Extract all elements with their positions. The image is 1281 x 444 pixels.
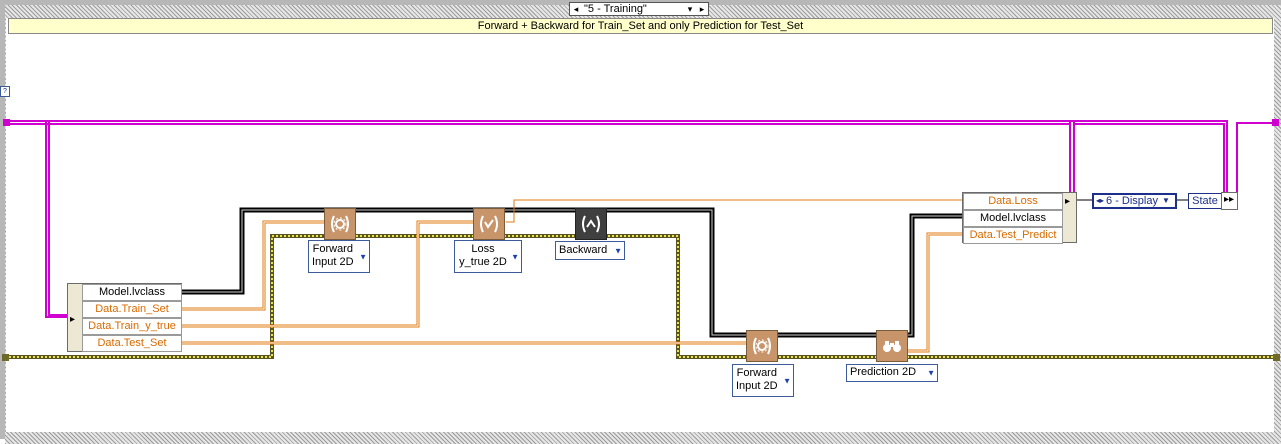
state-tunnel-right bbox=[1272, 119, 1279, 126]
state-bundler[interactable]: ▸▸ bbox=[1221, 192, 1238, 210]
class-wire bbox=[181, 207, 962, 338]
forward-vi-top[interactable] bbox=[324, 208, 356, 240]
loss-line1: Loss bbox=[471, 243, 495, 255]
loss-curve-icon bbox=[480, 215, 498, 233]
backward-vi[interactable] bbox=[575, 208, 607, 240]
bundle-by-name-output[interactable]: Data.Loss Model.lvclass Data.Test_Predic… bbox=[962, 192, 1077, 244]
loss-vi[interactable] bbox=[473, 208, 505, 240]
chevron-down-icon: ▼ bbox=[927, 368, 935, 378]
state-wire bbox=[8, 120, 1273, 318]
next-state-enum[interactable]: ◂▸ 6 - Display ▼ bbox=[1092, 193, 1177, 209]
input-row-train-set[interactable]: Data.Train_Set bbox=[82, 301, 182, 318]
forward-bottom-line1: Forward bbox=[736, 367, 777, 379]
chevron-down-icon: ▼ bbox=[783, 376, 791, 385]
next-state-value: 6 - Display bbox=[1106, 195, 1158, 207]
unbundle-by-name-input[interactable]: Model.lvclass Data.Train_Set Data.Train_… bbox=[67, 283, 182, 352]
diagram-comment: Forward + Backward for Train_Set and onl… bbox=[8, 18, 1273, 34]
error-tunnel-left bbox=[2, 354, 9, 361]
increment-decrement-icon[interactable]: ◂▸ bbox=[1096, 196, 1105, 205]
chevron-down-icon: ▼ bbox=[359, 252, 367, 261]
input-row-model[interactable]: Model.lvclass bbox=[82, 284, 182, 301]
loss-line2: y_true 2D bbox=[459, 256, 507, 268]
forward-top-line2: Input 2D bbox=[312, 256, 354, 268]
case-dropdown-icon[interactable]: ▾ bbox=[687, 3, 693, 14]
error-wire bbox=[5, 234, 1276, 359]
forward-bottom-line2: Input 2D bbox=[736, 380, 778, 392]
forward-top-line1: Forward bbox=[312, 243, 353, 255]
output-row-model[interactable]: Model.lvclass bbox=[963, 210, 1063, 227]
prediction-polymorphic-selector[interactable]: Prediction 2D ▼ bbox=[846, 364, 938, 382]
chevron-down-icon[interactable]: ▼ bbox=[1162, 196, 1170, 205]
bundle-arrow-icon: ▸ bbox=[1065, 196, 1071, 207]
case-selector[interactable]: ◂ "5 - Training" ▾ ▸ bbox=[569, 2, 709, 16]
bundle-arrow-icon: ▸▸ bbox=[1224, 194, 1235, 205]
case-selector-value: "5 - Training" bbox=[584, 3, 647, 15]
chevron-down-icon: ▼ bbox=[614, 246, 622, 255]
state-tunnel-left bbox=[3, 119, 10, 126]
input-row-test-set[interactable]: Data.Test_Set bbox=[82, 335, 182, 352]
backward-polymorphic-selector[interactable]: Backward ▼ bbox=[555, 241, 625, 260]
case-prev-icon[interactable]: ◂ bbox=[573, 3, 579, 14]
unbundle-arrow-icon: ▸ bbox=[70, 314, 76, 325]
prediction-vi[interactable] bbox=[876, 330, 908, 362]
gear-icon bbox=[753, 337, 771, 355]
backprop-icon bbox=[582, 215, 600, 233]
output-row-loss[interactable]: Data.Loss bbox=[963, 193, 1063, 210]
backward-label: Backward bbox=[559, 244, 608, 256]
case-terminal-marker[interactable]: ? bbox=[0, 86, 10, 97]
prediction-label: Prediction 2D bbox=[850, 366, 917, 378]
state-field[interactable]: State bbox=[1188, 193, 1222, 209]
output-row-test-predict[interactable]: Data.Test_Predict bbox=[963, 227, 1063, 244]
binoculars-icon bbox=[883, 341, 901, 352]
input-row-train-y-true[interactable]: Data.Train_y_true bbox=[82, 318, 182, 335]
chevron-down-icon: ▼ bbox=[511, 252, 519, 261]
forward-vi-bottom[interactable] bbox=[746, 330, 778, 362]
case-next-icon[interactable]: ▸ bbox=[699, 3, 705, 14]
gear-icon bbox=[331, 215, 349, 233]
error-tunnel-right bbox=[1273, 354, 1280, 361]
